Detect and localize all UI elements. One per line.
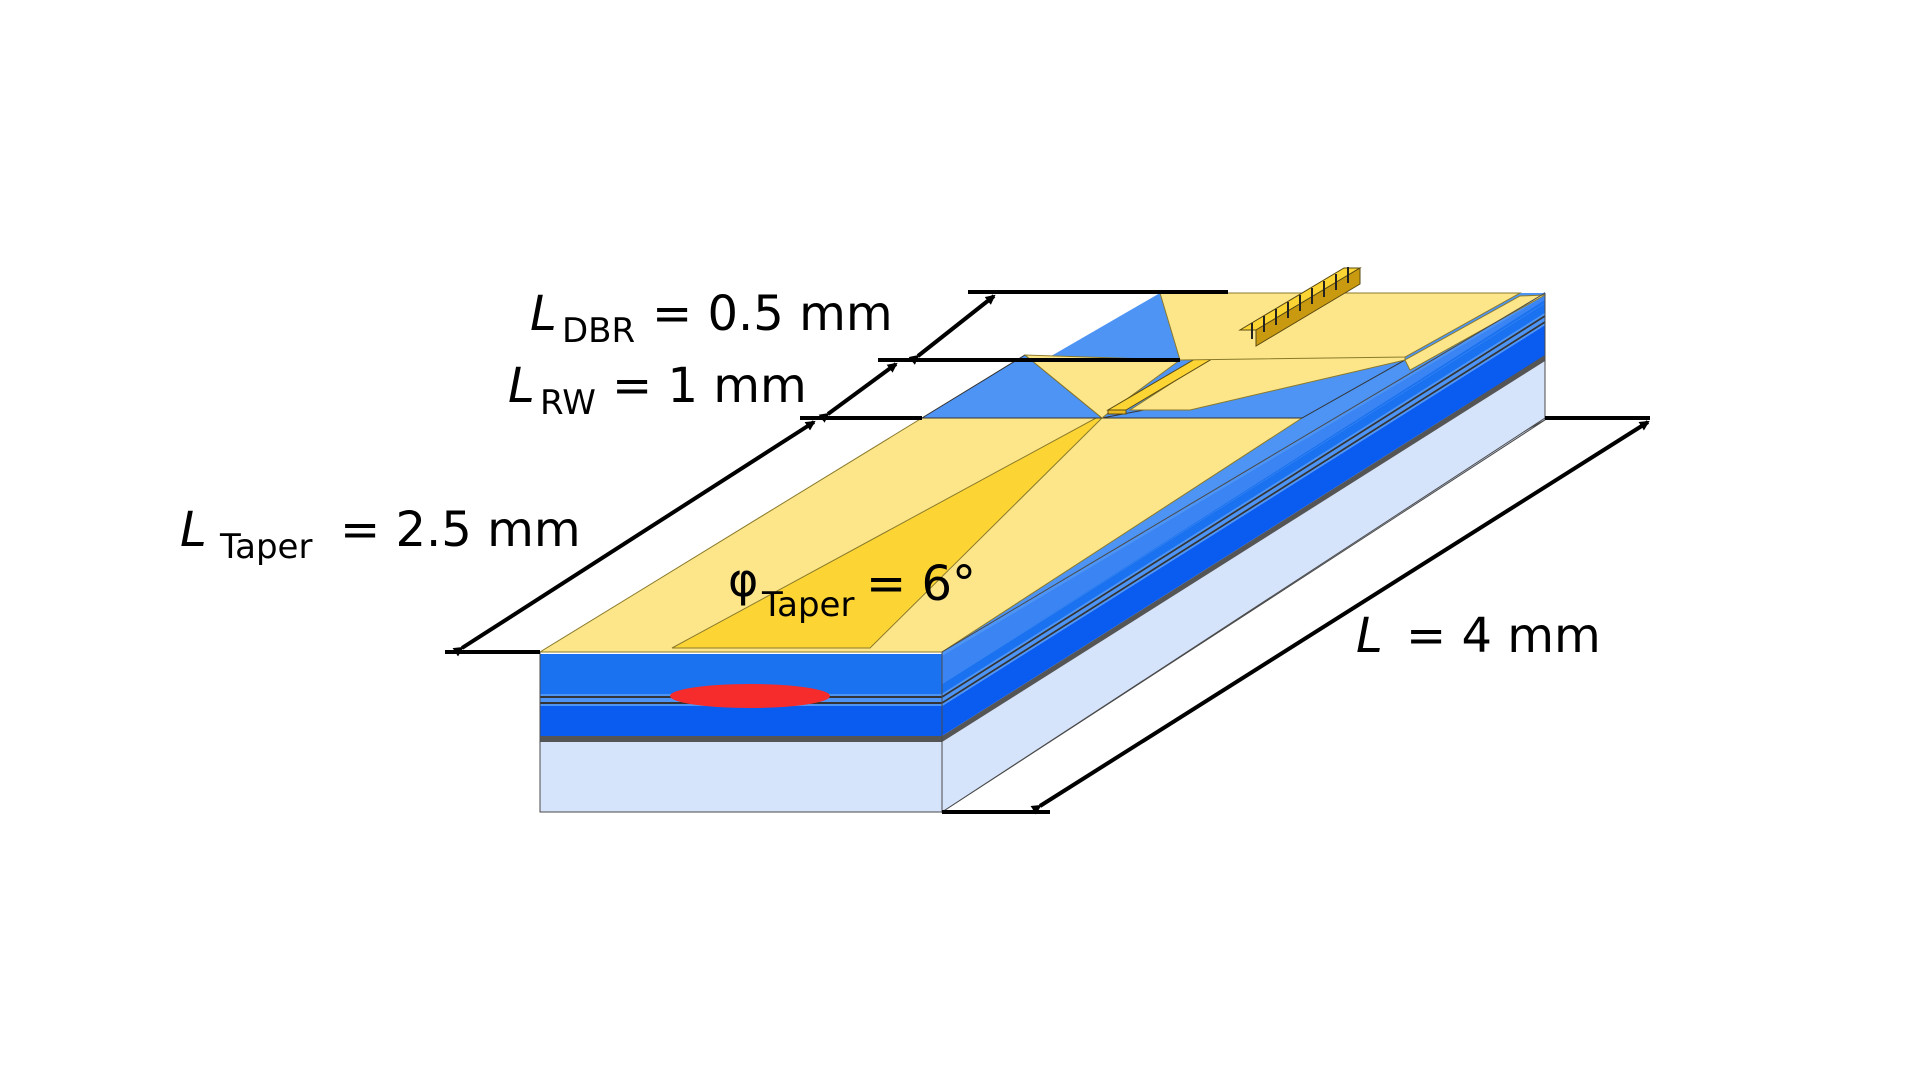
l-dbr-value: = 0.5 mm	[652, 286, 893, 342]
l-taper-sub: Taper	[219, 527, 312, 567]
substrate-front	[539, 739, 943, 813]
dbr-grating	[1238, 267, 1362, 347]
l-total-symbol: L	[1356, 608, 1383, 664]
phi-taper-symbol: φ	[728, 553, 758, 607]
phi-taper-sub: Taper	[761, 585, 854, 625]
l-rw-sub: RW	[540, 383, 596, 423]
lower-cladding-front	[540, 706, 942, 736]
l-total-value: = 4 mm	[1406, 608, 1601, 664]
label-l-taper: L Taper = 2.5 mm	[180, 502, 581, 567]
mode-spot	[670, 684, 830, 708]
l-dbr-sub: DBR	[562, 311, 635, 351]
l-rw-value: = 1 mm	[612, 358, 807, 414]
dimension-lines	[445, 290, 1650, 815]
arrow-rw	[818, 362, 898, 423]
l-taper-value: = 2.5 mm	[340, 502, 581, 558]
arrow-dbr	[908, 294, 996, 365]
phi-taper-value: = 6°	[866, 556, 976, 612]
label-l-rw: L RW = 1 mm	[508, 358, 807, 423]
l-taper-symbol: L	[180, 502, 207, 558]
label-l-dbr: L DBR = 0.5 mm	[530, 286, 893, 351]
chip-body	[538, 267, 1546, 813]
label-l-total: L = 4 mm	[1356, 608, 1601, 664]
l-rw-symbol: L	[508, 358, 535, 414]
upper-cladding-front	[540, 654, 942, 684]
arrow-total	[1030, 420, 1650, 815]
arrow-taper	[452, 420, 816, 657]
dbr-contact	[1159, 292, 1522, 361]
label-phi-taper: φ Taper = 6°	[728, 553, 976, 625]
l-dbr-symbol: L	[530, 286, 557, 342]
